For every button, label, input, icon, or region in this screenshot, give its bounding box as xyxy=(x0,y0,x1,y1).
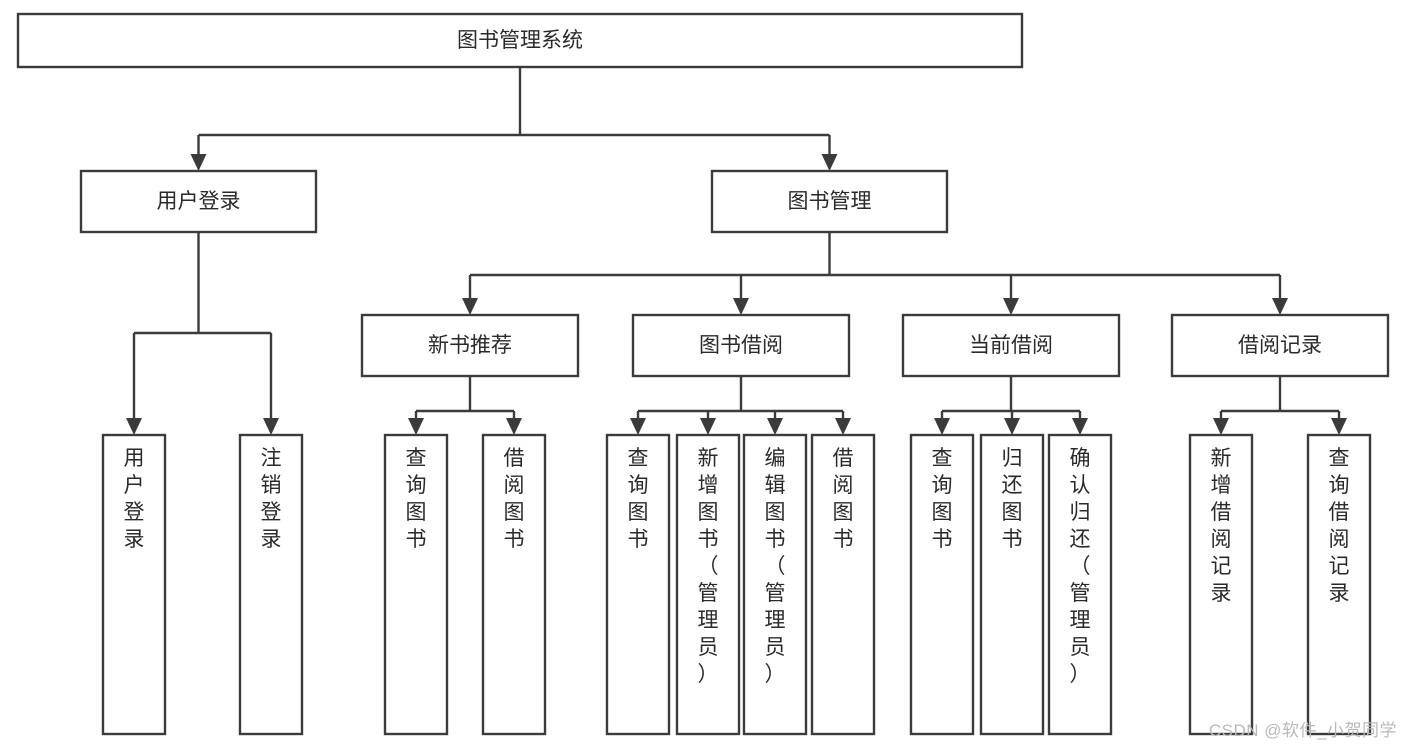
node-leaf-return-book[interactable]: 归还图书 xyxy=(979,433,1045,736)
node-leaf-logout-text: 注销登录 xyxy=(261,447,282,551)
node-leaf-add-borrow-record[interactable]: 新增借阅记录 xyxy=(1188,433,1254,736)
node-leaf-add-borrow-record-text: 新增借阅记录 xyxy=(1211,447,1232,605)
edge-arrow-icon xyxy=(630,418,646,435)
node-leaf-query-book-current-frame xyxy=(909,433,975,736)
node-leaf-confirm-return-admin-frame xyxy=(1047,433,1113,736)
node-borrow-record[interactable]: 借阅记录 xyxy=(1170,313,1390,378)
node-user-login-text: 用户登录 xyxy=(157,190,241,213)
node-book-management-frame xyxy=(710,169,949,234)
edge-arrow-icon xyxy=(1072,418,1088,435)
node-leaf-query-book-borrow-frame xyxy=(605,433,671,736)
node-leaf-confirm-return-admin-text: 确认归还（管理员） xyxy=(1070,447,1091,686)
node-leaf-query-book-rec-frame xyxy=(383,433,449,736)
node-leaf-query-book-borrow-text: 查询图书 xyxy=(628,447,649,551)
node-root-system-frame xyxy=(16,12,1024,69)
node-leaf-borrow-book-frame xyxy=(810,433,876,736)
node-user-login[interactable]: 用户登录 xyxy=(79,169,318,234)
edge-arrow-icon xyxy=(934,418,950,435)
edge-arrow-icon xyxy=(1004,418,1020,435)
node-leaf-add-book-admin-frame xyxy=(675,433,741,736)
node-current-borrow-text: 当前借阅 xyxy=(969,334,1053,357)
node-root-system-text: 图书管理系统 xyxy=(457,29,583,52)
node-borrow-record-frame xyxy=(1170,313,1390,378)
edges-layer xyxy=(126,67,1347,435)
edge-arrow-icon xyxy=(1213,418,1229,435)
edge-arrow-icon xyxy=(408,418,424,435)
node-leaf-borrow-book[interactable]: 借阅图书 xyxy=(810,433,876,736)
nodes-layer: 图书管理系统用户登录图书管理新书推荐图书借阅当前借阅借阅记录用户登录注销登录查询… xyxy=(16,12,1390,736)
node-leaf-add-book-admin-text: 新增图书（管理员） xyxy=(698,447,719,686)
node-user-login-frame xyxy=(79,169,318,234)
node-leaf-borrow-book-rec-frame xyxy=(481,433,547,736)
edge-arrow-icon xyxy=(821,154,838,171)
node-leaf-edit-book-admin-frame xyxy=(742,433,808,736)
node-leaf-confirm-return-admin[interactable]: 确认归还（管理员） xyxy=(1047,433,1113,736)
node-book-borrow[interactable]: 图书借阅 xyxy=(631,313,851,378)
node-leaf-user-login-text: 用户登录 xyxy=(124,447,145,551)
node-leaf-user-login-frame xyxy=(101,433,167,736)
node-leaf-borrow-book-rec[interactable]: 借阅图书 xyxy=(481,433,547,736)
edge-arrow-icon xyxy=(462,298,478,315)
node-book-management-text: 图书管理 xyxy=(788,190,872,213)
node-leaf-borrow-book-text: 借阅图书 xyxy=(833,447,854,551)
node-leaf-add-borrow-record-frame xyxy=(1188,433,1254,736)
node-leaf-query-book-borrow[interactable]: 查询图书 xyxy=(605,433,671,736)
node-leaf-query-borrow-record-frame xyxy=(1306,433,1372,736)
node-book-management[interactable]: 图书管理 xyxy=(710,169,949,234)
node-new-book-recommend-frame xyxy=(360,313,580,378)
node-leaf-query-book-rec-text: 查询图书 xyxy=(406,447,427,551)
node-leaf-edit-book-admin-text: 编辑图书（管理员） xyxy=(765,447,786,686)
node-leaf-query-book-rec[interactable]: 查询图书 xyxy=(383,433,449,736)
node-book-borrow-frame xyxy=(631,313,851,378)
edge-arrow-icon xyxy=(126,418,142,435)
node-leaf-return-book-frame xyxy=(979,433,1045,736)
node-leaf-user-login[interactable]: 用户登录 xyxy=(101,433,167,736)
node-book-borrow-text: 图书借阅 xyxy=(699,334,783,357)
node-leaf-query-borrow-record-text: 查询借阅记录 xyxy=(1329,447,1350,605)
edge-arrow-icon xyxy=(767,418,783,435)
node-current-borrow-frame xyxy=(901,313,1121,378)
node-new-book-recommend[interactable]: 新书推荐 xyxy=(360,313,580,378)
node-leaf-query-book-current[interactable]: 查询图书 xyxy=(909,433,975,736)
node-leaf-query-borrow-record[interactable]: 查询借阅记录 xyxy=(1306,433,1372,736)
node-leaf-edit-book-admin[interactable]: 编辑图书（管理员） xyxy=(742,433,808,736)
edge-arrow-icon xyxy=(835,418,851,435)
edge-arrow-icon xyxy=(1272,298,1288,315)
node-leaf-add-book-admin[interactable]: 新增图书（管理员） xyxy=(675,433,741,736)
edge-arrow-icon xyxy=(506,418,522,435)
edge-arrow-icon xyxy=(733,298,749,315)
node-current-borrow[interactable]: 当前借阅 xyxy=(901,313,1121,378)
edge-arrow-icon xyxy=(1003,298,1019,315)
node-leaf-logout[interactable]: 注销登录 xyxy=(238,433,304,736)
node-leaf-return-book-text: 归还图书 xyxy=(1002,447,1023,551)
edge-arrow-icon xyxy=(263,418,279,435)
node-leaf-query-book-current-text: 查询图书 xyxy=(932,447,953,551)
edge-arrow-icon xyxy=(700,418,716,435)
node-root-system[interactable]: 图书管理系统 xyxy=(16,12,1024,69)
node-new-book-recommend-text: 新书推荐 xyxy=(428,334,512,357)
watermark-label: CSDN @软件_小贺同学 xyxy=(1208,721,1397,740)
node-leaf-borrow-book-rec-text: 借阅图书 xyxy=(504,447,525,551)
node-leaf-logout-frame xyxy=(238,433,304,736)
node-borrow-record-text: 借阅记录 xyxy=(1238,334,1322,357)
edge-arrow-icon xyxy=(190,154,207,171)
edge-arrow-icon xyxy=(1331,418,1347,435)
